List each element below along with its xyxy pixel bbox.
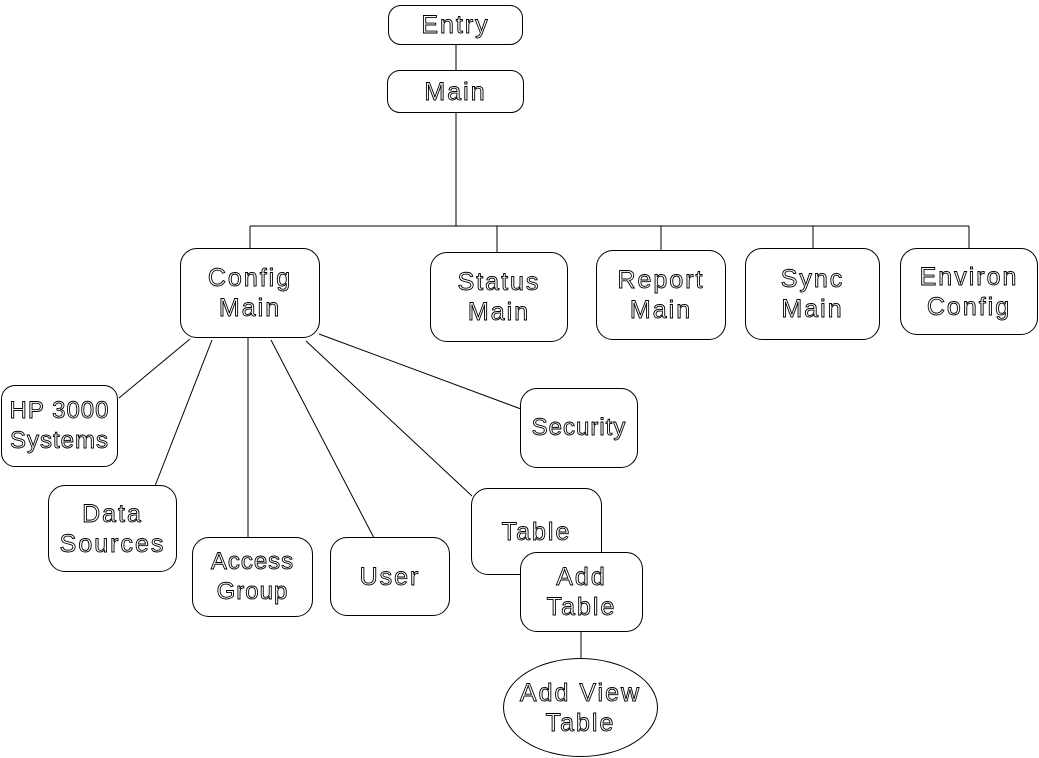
node-main-label: Main [424, 77, 487, 106]
node-environ-config-label-line2: Config [926, 292, 1012, 321]
node-data-sources: Data Sources [48, 485, 177, 572]
node-sync-main-label-line1: Sync [780, 265, 845, 294]
node-access-group-label-line1: Access [210, 548, 295, 576]
node-access-group: Access Group [192, 537, 313, 617]
node-add-view-table-label-line1: Add View [519, 678, 642, 707]
node-environ-config-label-line1: Environ [919, 262, 1019, 291]
node-data-sources-label-line1: Data [82, 499, 143, 528]
node-report-main-label-line2: Main [629, 296, 693, 325]
edge-config-hp-3000-systems [118, 338, 191, 399]
node-user: User [330, 537, 450, 616]
edge-config-table [305, 340, 473, 497]
node-entry-label: Entry [421, 11, 490, 40]
node-security-label: Security [531, 414, 627, 442]
node-entry: Entry [388, 5, 523, 45]
node-config-main-label-line2: Main [218, 294, 282, 323]
node-hp-3000-systems-label-line1: HP 3000 [9, 397, 110, 425]
node-config-main-label-line1: Config [207, 264, 293, 293]
edge-config-user [270, 339, 375, 539]
node-add-table: Add Table [520, 552, 643, 632]
node-report-main-label-line1: Report [617, 266, 705, 295]
node-data-sources-label-line2: Sources [59, 529, 166, 558]
node-add-view-table: Add View Table [503, 658, 658, 757]
node-table-label: Table [501, 517, 572, 546]
node-sync-main-label-line2: Main [781, 295, 844, 324]
edge-config-data-sources [154, 339, 213, 487]
node-config-main: Config Main [180, 248, 320, 338]
node-main: Main [387, 70, 524, 113]
node-status-main: Status Main [430, 252, 568, 342]
edge-config-security [318, 333, 522, 410]
node-add-view-table-label-line2: Table [545, 708, 616, 737]
node-report-main: Report Main [596, 250, 726, 340]
node-user-label: User [359, 562, 421, 591]
node-add-table-label-line1: Add [556, 563, 607, 592]
node-sync-main: Sync Main [745, 248, 880, 340]
node-add-table-label-line2: Table [546, 593, 617, 622]
node-hp-3000-systems-label-line2: Systems [9, 427, 109, 455]
node-security: Security [520, 388, 638, 468]
node-environ-config: Environ Config [900, 248, 1038, 335]
node-access-group-label-line2: Group [216, 578, 289, 606]
node-status-main-label-line2: Main [467, 298, 531, 327]
node-status-main-label-line1: Status [457, 268, 541, 297]
node-hp-3000-systems: HP 3000 Systems [1, 385, 118, 467]
